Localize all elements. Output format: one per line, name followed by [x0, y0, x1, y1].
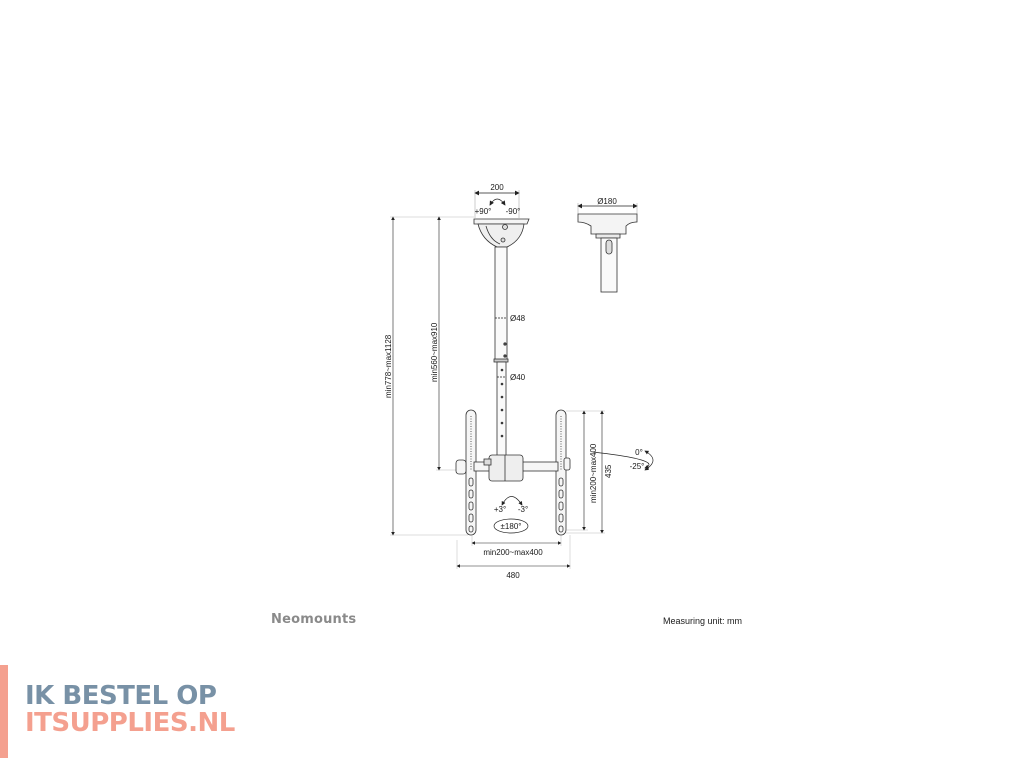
logo-accent-bar [0, 665, 8, 758]
tilt-plus90-label: +90° [475, 207, 492, 216]
logo-line-2: ITSUPPLIES.NL [25, 708, 235, 738]
vesa-vertical-label: min200~max400 [589, 443, 598, 503]
vesa-horizontal-total-label: 480 [506, 571, 520, 580]
vesa-vertical-total-label: 435 [604, 464, 613, 478]
logo-line-1: IK BESTEL OP [25, 681, 217, 711]
pole [493, 246, 509, 457]
lower-pole-diameter-label: Ø40 [510, 373, 526, 382]
vesa-dimensions [456, 410, 605, 569]
tilt-zero-label: 0° [635, 448, 643, 457]
measuring-unit: Measuring unit: mm [663, 616, 743, 626]
tilt-indicator [644, 450, 654, 471]
brand-name: Neomounts [271, 612, 357, 627]
shop-logo[interactable]: IK BESTEL OP ITSUPPLIES.NL [25, 683, 235, 737]
ceiling-plate-front [473, 190, 530, 248]
ceiling-plate-side [577, 203, 638, 293]
rotation-label: ±180° [501, 522, 522, 531]
tv-bracket [455, 409, 571, 536]
swivel-minus3-label: -3° [518, 505, 528, 514]
tilt-minus25-label: -25° [630, 462, 645, 471]
top-width-label: 200 [490, 183, 504, 192]
plate-diameter-label: Ø180 [597, 197, 617, 206]
total-height-label: min778~max1128 [384, 334, 393, 398]
vesa-horizontal-label: min200~max400 [483, 548, 543, 557]
upper-pole-diameter-label: Ø48 [510, 314, 526, 323]
swivel-plus3-label: +3° [494, 505, 506, 514]
tilt-minus90-label: -90° [506, 207, 521, 216]
pole-height-label: min560~max910 [430, 322, 439, 382]
height-dimensions [390, 216, 474, 536]
